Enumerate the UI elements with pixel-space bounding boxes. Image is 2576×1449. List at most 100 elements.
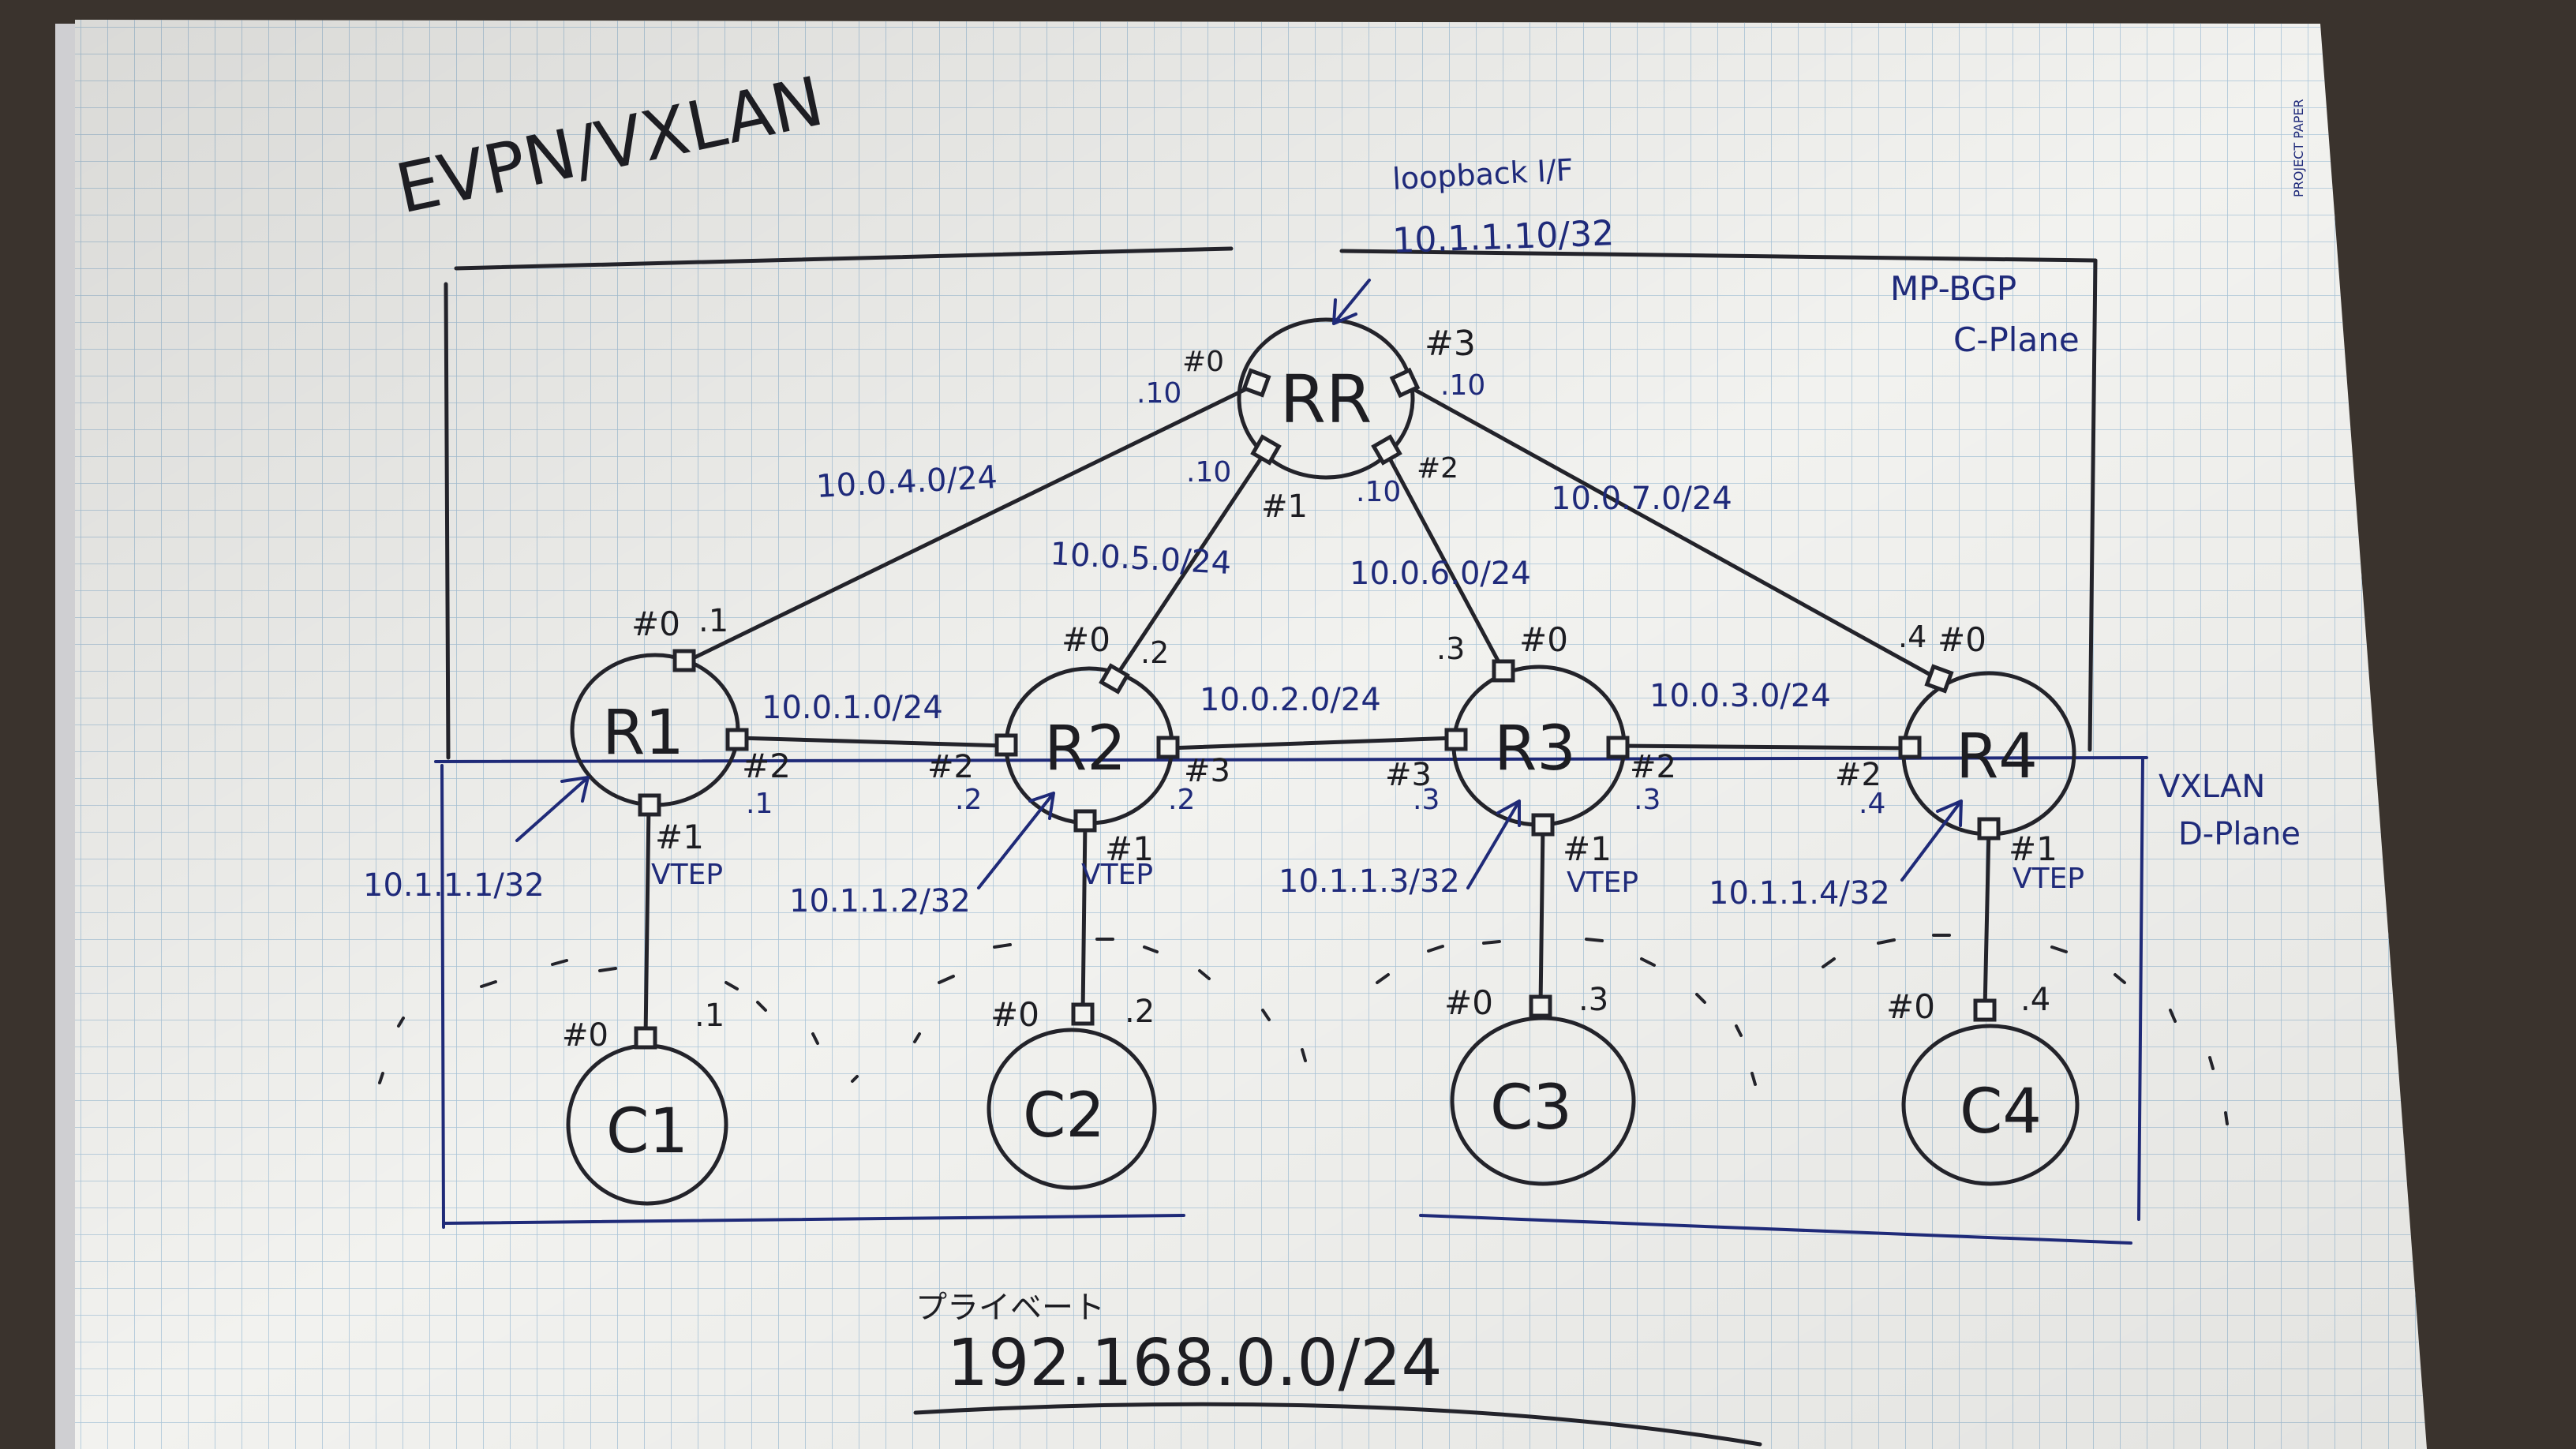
svg-text:.3: .3 bbox=[1436, 631, 1465, 666]
svg-text:.2: .2 bbox=[955, 784, 982, 816]
svg-text:.3: .3 bbox=[1413, 784, 1440, 816]
r3-port-labels: #0 .3 #3 .3 #2 .3 #1 VTEP 10.1.1.3/32 bbox=[1279, 620, 1676, 900]
c-plane-boundary bbox=[444, 246, 2098, 760]
svg-text:#1: #1 bbox=[1105, 829, 1154, 868]
svg-text:.4: .4 bbox=[1859, 788, 1885, 820]
link-rr-r3 bbox=[1383, 447, 1506, 673]
subnet-r3-r4: 10.0.3.0/24 bbox=[1649, 678, 1831, 714]
svg-text:#1: #1 bbox=[2009, 829, 2057, 868]
svg-text:.10: .10 bbox=[1186, 456, 1231, 489]
d-plane-boundary bbox=[434, 756, 2148, 1245]
client-dashes bbox=[378, 934, 2229, 1125]
notebook-brand: PROJECT PAPER bbox=[2291, 99, 2306, 197]
arrow-r2-vtep bbox=[977, 792, 1055, 889]
svg-text:#0: #0 bbox=[1182, 346, 1224, 378]
link-r3-r4 bbox=[1616, 743, 1912, 751]
svg-text:#0: #0 bbox=[1061, 620, 1110, 659]
client-port-labels: #0 .1 #0 .2 #0 .3 #0 .4 bbox=[562, 982, 2050, 1054]
node-r3-label: R3 bbox=[1494, 713, 1576, 784]
svg-text:#2: #2 bbox=[1417, 452, 1458, 485]
svg-text:.1: .1 bbox=[746, 788, 773, 820]
node-c3: C3 bbox=[1450, 1016, 1636, 1186]
svg-text:.10: .10 bbox=[1136, 377, 1181, 410]
node-c3-label: C3 bbox=[1490, 1073, 1572, 1144]
link-r4-c4 bbox=[1983, 826, 1991, 1013]
r3-vtep-ip: 10.1.1.3/32 bbox=[1279, 863, 1460, 900]
r1-port-labels: #0 .1 #2 .1 #1 VTEP 10.1.1.1/32 bbox=[363, 603, 791, 904]
node-c1: C1 bbox=[566, 1043, 728, 1206]
arrow-r1-vtep bbox=[515, 776, 590, 842]
client-links bbox=[643, 803, 1991, 1040]
svg-text:.2: .2 bbox=[1168, 784, 1195, 816]
loopback-ip: 10.1.1.10/32 bbox=[1392, 213, 1615, 261]
link-rr-r1 bbox=[684, 384, 1253, 664]
d-plane-label: D-Plane bbox=[2178, 816, 2301, 852]
svg-text:#2: #2 bbox=[1630, 749, 1676, 785]
router-chain-links bbox=[736, 736, 1912, 751]
private-network-label: プライベート bbox=[915, 1290, 1105, 1326]
subnet-r2-r3: 10.0.2.0/24 bbox=[1200, 682, 1381, 718]
link-r2-c2 bbox=[1080, 818, 1088, 1017]
private-network-subnet: 192.168.0.0/24 bbox=[947, 1326, 1443, 1401]
svg-text:#3: #3 bbox=[1184, 753, 1230, 789]
svg-text:.10: .10 bbox=[1356, 476, 1401, 508]
r1-vtep-ip: 10.1.1.1/32 bbox=[363, 867, 545, 904]
subnet-r1-r2: 10.0.1.0/24 bbox=[762, 690, 943, 726]
svg-text:#2: #2 bbox=[927, 749, 974, 785]
svg-text:VTEP: VTEP bbox=[2012, 863, 2084, 895]
node-r4: R4 bbox=[1901, 671, 2076, 837]
svg-text:#3: #3 bbox=[1425, 324, 1476, 364]
svg-text:.2: .2 bbox=[1140, 635, 1169, 670]
svg-text:#1: #1 bbox=[655, 818, 704, 856]
svg-text:#1: #1 bbox=[1563, 829, 1612, 868]
rr-port-labels: #0 .10 #1 .10 #2 .10 #3 .10 bbox=[1136, 324, 1485, 525]
svg-text:.3: .3 bbox=[1578, 982, 1608, 1018]
rr-links bbox=[684, 383, 1940, 681]
svg-text:VTEP: VTEP bbox=[651, 859, 723, 891]
arrow-r3-vtep bbox=[1466, 799, 1521, 889]
node-c4-label: C4 bbox=[1960, 1076, 2042, 1148]
svg-text:#0: #0 bbox=[1938, 620, 1986, 659]
svg-text:VTEP: VTEP bbox=[1081, 859, 1153, 891]
d-plane-protocol: VXLAN bbox=[2159, 769, 2265, 805]
svg-text:.4: .4 bbox=[2020, 982, 2050, 1018]
svg-text:#3: #3 bbox=[1385, 757, 1432, 793]
link-r2-r3 bbox=[1166, 736, 1458, 751]
c-plane-label: C-Plane bbox=[1953, 320, 2080, 359]
link-r1-r2 bbox=[736, 736, 1009, 748]
link-r1-c1 bbox=[643, 803, 651, 1040]
vtep-arrows bbox=[515, 279, 1963, 889]
svg-text:#1: #1 bbox=[1261, 489, 1308, 525]
link-r3-c3 bbox=[1538, 822, 1545, 1009]
node-rr-label: RR bbox=[1280, 361, 1372, 438]
svg-text:VTEP: VTEP bbox=[1567, 867, 1638, 899]
link-rr-r2 bbox=[1112, 447, 1269, 681]
svg-text:.1: .1 bbox=[695, 998, 724, 1034]
svg-text:.4: .4 bbox=[1898, 620, 1926, 654]
c-plane-protocol: MP-BGP bbox=[1890, 269, 2016, 308]
r2-port-labels: #0 .2 #2 .2 #3 .2 #1 VTEP 10.1.1.2/32 bbox=[789, 620, 1230, 919]
node-c4: C4 bbox=[1901, 1024, 2080, 1186]
r4-port-labels: #0 .4 #2 .4 #1 VTEP 10.1.1.4/32 bbox=[1709, 620, 2084, 912]
svg-text:#0: #0 bbox=[631, 605, 680, 643]
svg-text:.3: .3 bbox=[1634, 784, 1661, 816]
svg-text:#2: #2 bbox=[1835, 757, 1881, 793]
svg-text:#0: #0 bbox=[1519, 620, 1568, 659]
node-r2-label: R2 bbox=[1044, 713, 1126, 784]
svg-text:#2: #2 bbox=[742, 747, 791, 785]
svg-text:#0: #0 bbox=[1444, 983, 1493, 1022]
svg-text:.10: .10 bbox=[1440, 369, 1485, 402]
private-network-underline bbox=[913, 1402, 1762, 1447]
node-c2: C2 bbox=[987, 1028, 1157, 1190]
node-c2-label: C2 bbox=[1023, 1080, 1105, 1151]
r2-vtep-ip: 10.1.1.2/32 bbox=[789, 883, 971, 919]
node-c1-label: C1 bbox=[606, 1096, 688, 1167]
svg-text:.2: .2 bbox=[1125, 994, 1155, 1030]
node-r1-label: R1 bbox=[602, 698, 684, 769]
link-rr-r4 bbox=[1404, 383, 1940, 681]
node-rr: RR bbox=[1237, 317, 1415, 480]
svg-text:.1: .1 bbox=[698, 603, 728, 639]
svg-text:#0: #0 bbox=[1886, 987, 1935, 1026]
